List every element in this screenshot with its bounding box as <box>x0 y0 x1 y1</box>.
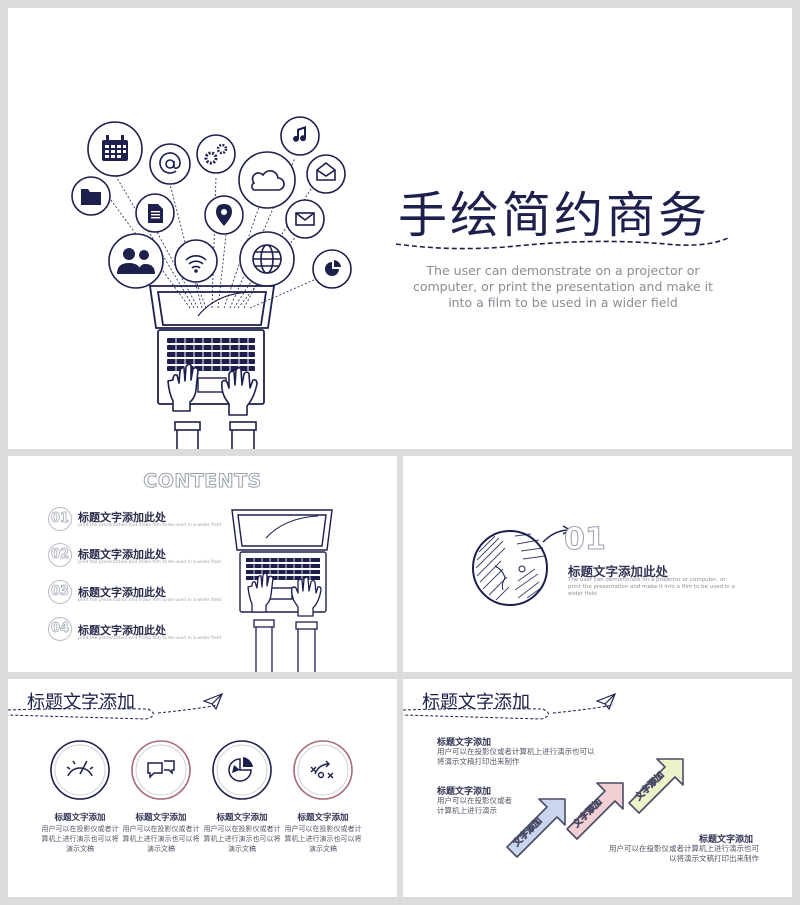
point-description: 用户可以在投影仪或者计算机上进行演示也可以将演示文稿打印出来制作 <box>609 844 759 863</box>
toc-description: print the presentation and make film to … <box>78 598 221 603</box>
cover-subtitle: The user can demonstrate on a projector … <box>412 263 714 310</box>
feature-title: 标题文字添加 <box>54 813 106 823</box>
strategy-play-icon <box>310 760 334 779</box>
laptop-icons-illustration <box>71 116 729 449</box>
section-number: 01 <box>564 522 607 558</box>
toc-title: 标题文字添加此处 <box>78 548 166 561</box>
growth-arrows-illustration <box>506 758 684 858</box>
toc-number: 04 <box>48 617 72 641</box>
feature-circles <box>50 740 353 800</box>
dashed-header-line <box>8 692 224 720</box>
feature-description: 用户可以在投影仪或者计算机上进行演示也可以将演示文稿 <box>203 825 281 853</box>
sketch-globe-icon <box>472 525 572 606</box>
feature-title: 标题文字添加 <box>216 813 268 823</box>
toc-description: print the presentation and make film to … <box>78 560 221 565</box>
feature-title: 标题文字添加 <box>135 813 187 823</box>
toc-title: 标题文字添加此处 <box>78 586 166 599</box>
slide-section[interactable]: 01 标题文字添加此处 The user can demonstrate on … <box>403 456 792 672</box>
slide-heading: 标题文字添加 <box>27 692 135 713</box>
feature-description: 用户可以在投影仪或者计算机上进行演示也可以将演示文稿 <box>41 825 119 853</box>
laptop-hands-illustration <box>231 509 333 672</box>
slide-contents[interactable]: CONTENTS 01 标题文字添加此处 print the presentat… <box>8 456 397 672</box>
chat-bubbles-icon <box>147 760 175 779</box>
speedometer-icon <box>66 760 94 777</box>
slide-features[interactable]: 标题文字添加 <box>8 679 397 897</box>
toc-title: 标题文字添加此处 <box>78 624 166 637</box>
toc-description: print the presentation and make film to … <box>78 523 221 528</box>
section-description: The user can demonstrate on a projector … <box>568 577 735 597</box>
contents-heading: CONTENTS <box>143 470 262 493</box>
toc-number: 03 <box>48 580 72 604</box>
slide-cover[interactable]: 手绘简约商务 The user can demonstrate on a pro… <box>8 8 792 449</box>
point-description: 用户可以在投影仪或者计算机上进行演示 <box>437 796 512 815</box>
feature-title: 标题文字添加 <box>297 813 349 823</box>
paper-plane-icon <box>595 692 617 711</box>
point-title: 标题文字添加 <box>437 738 492 748</box>
point-title: 标题文字添加 <box>699 835 754 845</box>
feature-description: 用户可以在投影仪或者计算机上进行演示也可以将演示文稿 <box>284 825 362 853</box>
dashed-header-line <box>403 692 617 720</box>
feature-description: 用户可以在投影仪或者计算机上进行演示也可以将演示文稿 <box>122 825 200 853</box>
toc-title: 标题文字添加此处 <box>78 511 166 524</box>
toc-number: 01 <box>48 507 72 531</box>
pie-chart-icon <box>228 757 253 782</box>
paper-plane-icon <box>202 692 224 711</box>
slide-heading: 标题文字添加 <box>422 692 530 713</box>
point-description: 用户可以在投影仪或者计算机上进行演示也可以将演示文稿打印出来制作 <box>437 747 595 766</box>
slide-growth-arrows[interactable]: 标题文字添加 文字添加 文字添加 文字添加 标题文字添加 用户可以在投影仪或者计… <box>403 679 792 897</box>
point-title: 标题文字添加 <box>437 787 492 797</box>
cover-title: 手绘简约商务 <box>398 187 711 244</box>
toc-description: print the presentation and make film to … <box>78 636 221 641</box>
section-title: 标题文字添加此处 <box>568 564 669 579</box>
toc-number: 02 <box>48 543 72 567</box>
